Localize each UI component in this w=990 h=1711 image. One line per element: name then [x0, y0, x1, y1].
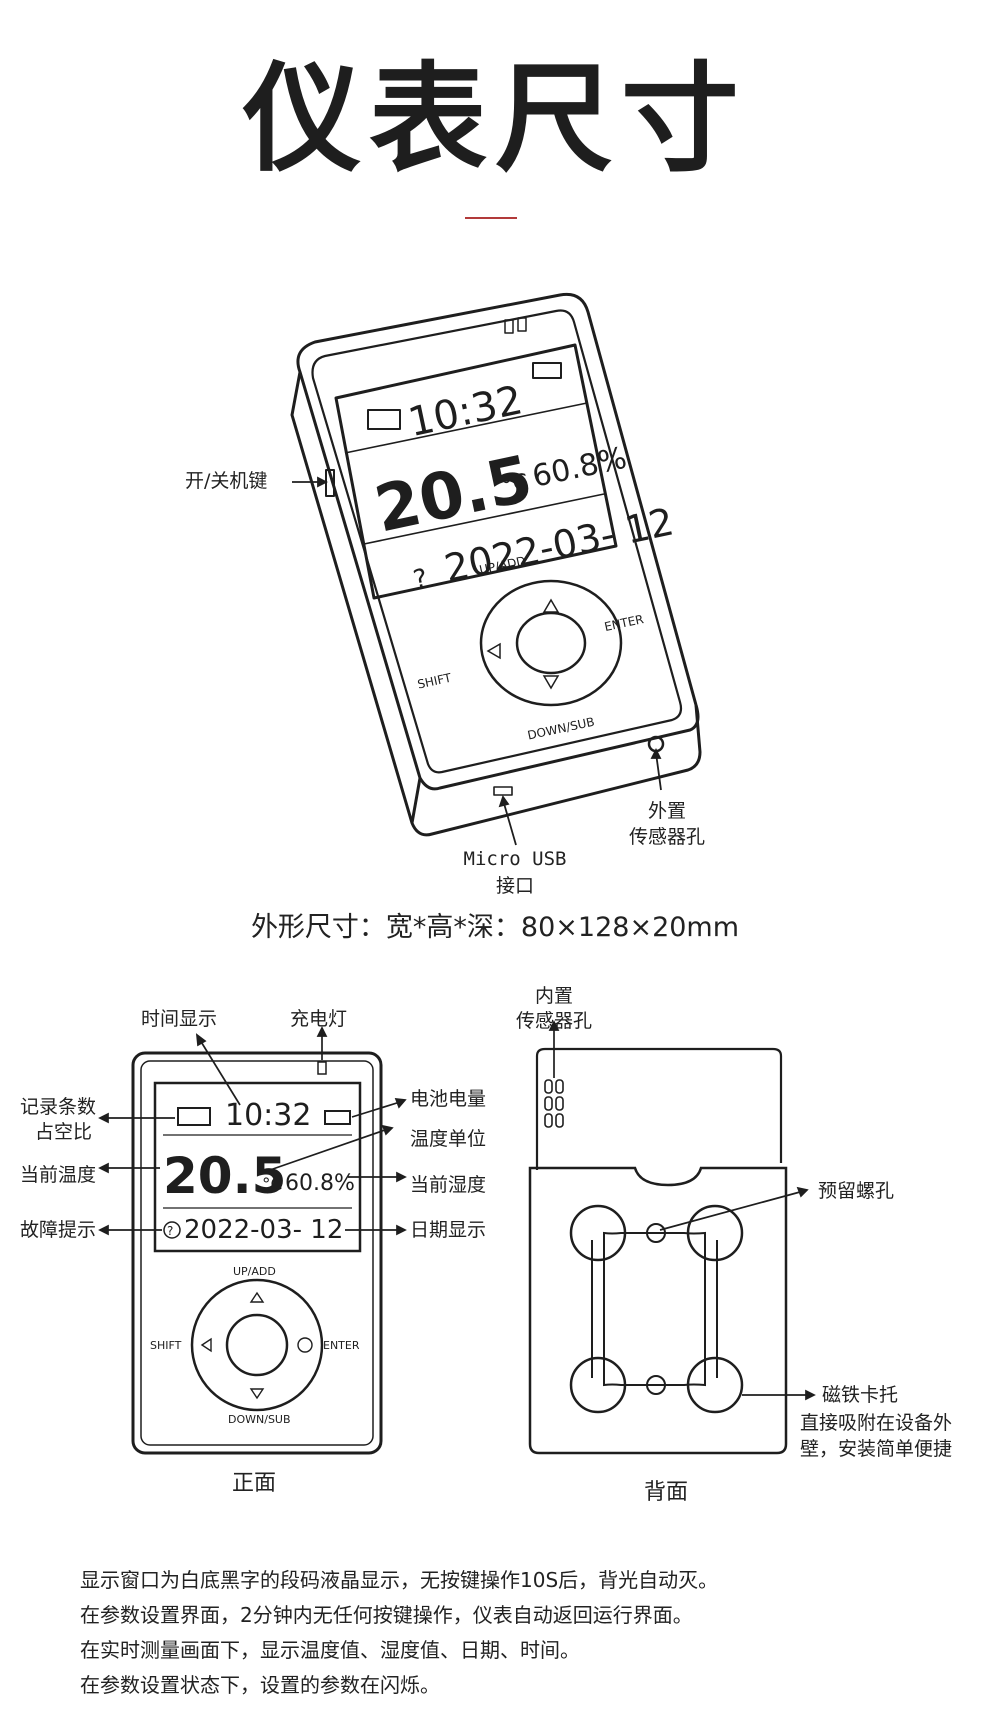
note-line: 在参数设置界面，2分钟内无任何按键操作，仪表自动返回运行界面。	[80, 1603, 693, 1627]
lcd-temp-unit: °C	[500, 469, 531, 499]
back-view-illustration	[528, 1020, 816, 1455]
battery-level-label: 电池电量	[410, 1088, 487, 1110]
lcd-humidity: 60.8%	[529, 441, 630, 495]
current-temp-label: 当前温度	[20, 1164, 97, 1186]
front-lcd-temperature: 20.5	[163, 1147, 286, 1205]
button-shift-label: SHIFT	[416, 671, 453, 692]
front-button-enter-label: ENTER	[323, 1339, 360, 1352]
front-lcd-date: 2022-03- 12	[184, 1215, 343, 1245]
dimensions-text: 外形尺寸：宽*高*深：80×128×20mm	[250, 912, 740, 943]
magnet-desc-line2: 壁，安装简单便捷	[800, 1438, 953, 1460]
current-humidity-label: 当前湿度	[410, 1174, 487, 1196]
date-display-label: 日期显示	[410, 1219, 487, 1241]
back-caption: 背面	[644, 1480, 689, 1505]
note-line: 在参数设置状态下，设置的参数在闪烁。	[80, 1673, 440, 1697]
page-title: 仪表尺寸	[242, 50, 747, 188]
front-lcd-humidity: 60.8%	[285, 1171, 355, 1196]
button-down-label: DOWN/SUB	[526, 715, 596, 743]
front-view-illustration: 10:32 20.5 °C 60.8% 2022-03- 12 ? UP/ADD…	[98, 1026, 407, 1455]
internal-sensor-label-line1: 内置	[534, 985, 573, 1007]
magnet-holder-label: 磁铁卡托	[822, 1384, 899, 1406]
fault-hint-label: 故障提示	[20, 1219, 97, 1241]
usb-label-line2: 接口	[495, 875, 534, 897]
notes-block: 显示窗口为白底黑字的段码液晶显示，无按键操作10S后，背光自动灭。 在参数设置界…	[80, 1563, 718, 1703]
external-sensor-label-line1: 外置	[647, 800, 686, 822]
front-button-shift-label: SHIFT	[150, 1339, 182, 1352]
front-lcd-temp-unit: °C	[262, 1175, 282, 1195]
device-3d-illustration: 10:32 20.5 °C 60.8% 2022-03- 12 ? UP/ADD…	[290, 292, 702, 846]
power-key-label: 开/关机键	[185, 470, 268, 492]
button-enter-label: ENTER	[603, 612, 645, 634]
front-button-up-label: UP/ADD	[233, 1265, 276, 1278]
note-line: 在实时测量画面下，显示温度值、湿度值、日期、时间。	[80, 1638, 580, 1662]
front-question-icon: ?	[167, 1224, 173, 1238]
question-icon: ?	[411, 564, 431, 596]
internal-sensor-label-line2: 传感器孔	[515, 1010, 592, 1032]
magnet-desc-line1: 直接吸附在设备外	[800, 1412, 953, 1434]
external-sensor-label-line2: 传感器孔	[628, 826, 705, 848]
screw-hole-label: 预留螺孔	[818, 1180, 895, 1202]
record-count-label-line1: 记录条数	[20, 1096, 97, 1118]
note-line: 显示窗口为白底黑字的段码液晶显示，无按键操作10S后，背光自动灭。	[80, 1568, 719, 1592]
front-caption: 正面	[232, 1471, 277, 1496]
record-count-label-line2: 占空比	[35, 1121, 93, 1143]
temp-unit-label: 温度单位	[410, 1128, 487, 1150]
charge-light-label: 充电灯	[290, 1008, 348, 1030]
lcd-time: 10:32	[404, 377, 526, 446]
front-button-down-label: DOWN/SUB	[228, 1413, 291, 1426]
time-display-label: 时间显示	[141, 1008, 218, 1030]
title-divider	[465, 217, 517, 219]
usb-label-line1: Micro USB	[463, 848, 567, 870]
